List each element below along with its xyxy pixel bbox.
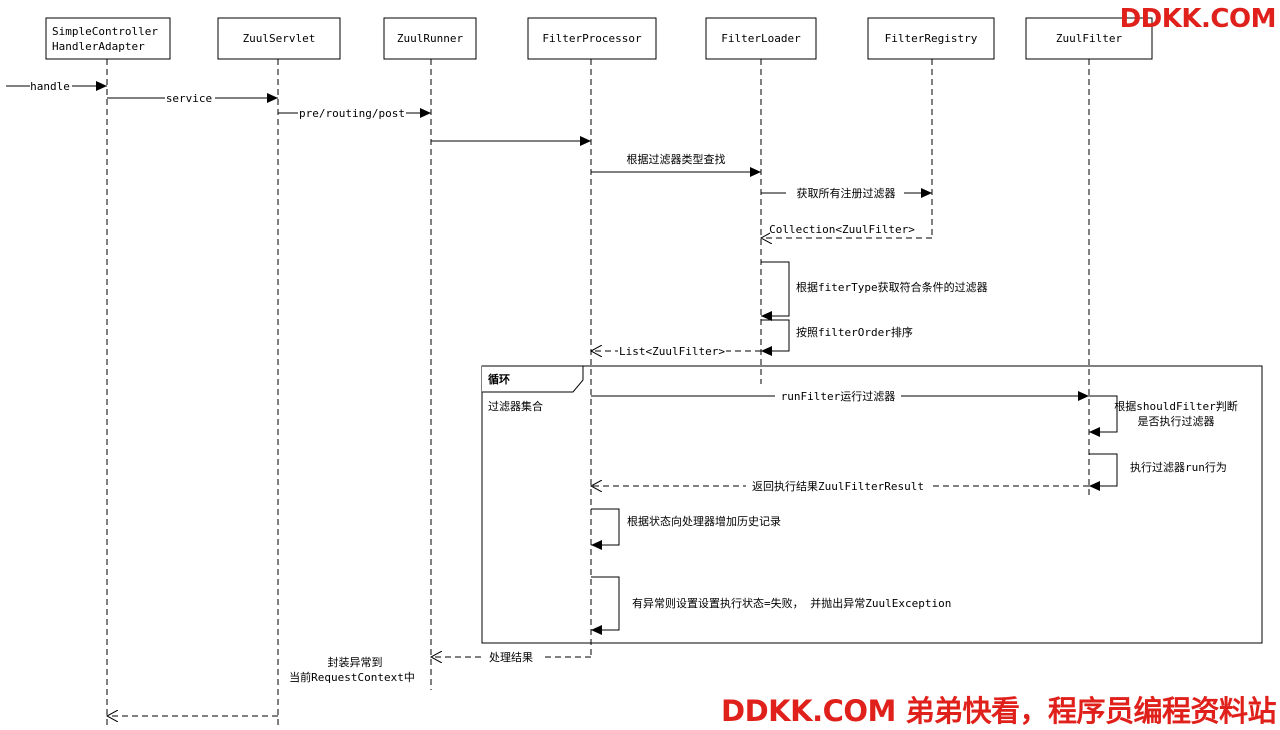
label-background bbox=[30, 78, 72, 92]
message-label-2: service bbox=[166, 92, 212, 105]
self-call-arrow-6 bbox=[591, 576, 620, 635]
participant-name-zs: ZuulServlet bbox=[243, 32, 316, 45]
message-label-8: List<ZuulFilter> bbox=[619, 345, 725, 358]
participant-box-zf bbox=[1025, 17, 1153, 60]
participant-name-fp: FilterProcessor bbox=[542, 32, 642, 45]
self-call-arrow-2 bbox=[761, 319, 790, 356]
self-call-label-5: 根据状态向处理器增加历史记录 bbox=[627, 514, 781, 528]
participant-name-zr: ZuulRunner bbox=[397, 32, 464, 45]
message-label-11: 处理结果 bbox=[489, 651, 533, 664]
participant-box-zs bbox=[217, 17, 341, 60]
participant-box-freg bbox=[867, 17, 995, 60]
self-call-arrow-3 bbox=[1089, 395, 1118, 437]
message-label-6: 获取所有注册过滤器 bbox=[797, 186, 896, 200]
participant-box-fp bbox=[527, 17, 657, 60]
participant-name-fl: FilterLoader bbox=[721, 32, 801, 45]
message-label-3: pre/routing/post bbox=[299, 107, 405, 120]
participant-box-zr bbox=[383, 17, 477, 60]
participant-box-fl bbox=[705, 17, 817, 60]
label-background bbox=[770, 222, 916, 236]
self-call-arrow-4 bbox=[1089, 453, 1118, 491]
label-background bbox=[165, 90, 215, 104]
participant-name-sca: SimpleController bbox=[52, 25, 158, 38]
label-background bbox=[786, 185, 904, 199]
self-call-label-1: 根据fiterType获取符合条件的过滤器 bbox=[796, 280, 988, 294]
loop-guard-label: 过滤器集合 bbox=[488, 399, 543, 413]
loop-operator-label: 循环 bbox=[488, 372, 510, 386]
label-background bbox=[775, 388, 901, 402]
label-background bbox=[618, 343, 726, 357]
self-call-label-3: 根据shouldFilter判断 bbox=[1114, 399, 1237, 413]
label-background bbox=[746, 478, 930, 492]
participant-box-sca bbox=[45, 17, 171, 60]
note-line-1: 封装异常到 bbox=[328, 655, 383, 669]
message-label-9: runFilter运行过滤器 bbox=[781, 390, 896, 403]
watermark-bottom: DDKK.COM 弟弟快看，程序员编程资料站 bbox=[721, 694, 1277, 728]
participant-name-sca: HandlerAdapter bbox=[52, 40, 145, 53]
self-call-label-3: 是否执行过滤器 bbox=[1138, 414, 1215, 428]
self-call-label-4: 执行过滤器run行为 bbox=[1130, 460, 1227, 474]
self-call-label-2: 按照filterOrder排序 bbox=[796, 325, 913, 339]
label-background bbox=[298, 105, 406, 119]
message-label-5: 根据过滤器类型查找 bbox=[627, 152, 726, 166]
message-label-1: handle bbox=[30, 80, 70, 93]
note-line-2: 当前RequestContext中 bbox=[289, 670, 415, 684]
self-call-label-6: 有异常则设置设置执行状态=失败， 并抛出异常ZuulException bbox=[632, 596, 951, 610]
message-label-10: 返回执行结果ZuulFilterResult bbox=[752, 479, 924, 493]
participant-name-freg: FilterRegistry bbox=[885, 32, 978, 45]
self-call-arrow-5 bbox=[591, 508, 620, 550]
participant-name-zf: ZuulFilter bbox=[1056, 32, 1123, 45]
watermark-top: DDKK.COM bbox=[1119, 4, 1277, 34]
message-label-7: Collection<ZuulFilter> bbox=[769, 223, 915, 236]
loop-fragment bbox=[481, 365, 1263, 644]
self-call-arrow-1 bbox=[761, 261, 790, 321]
label-background bbox=[483, 649, 541, 663]
loop-operator-tab bbox=[482, 365, 584, 393]
